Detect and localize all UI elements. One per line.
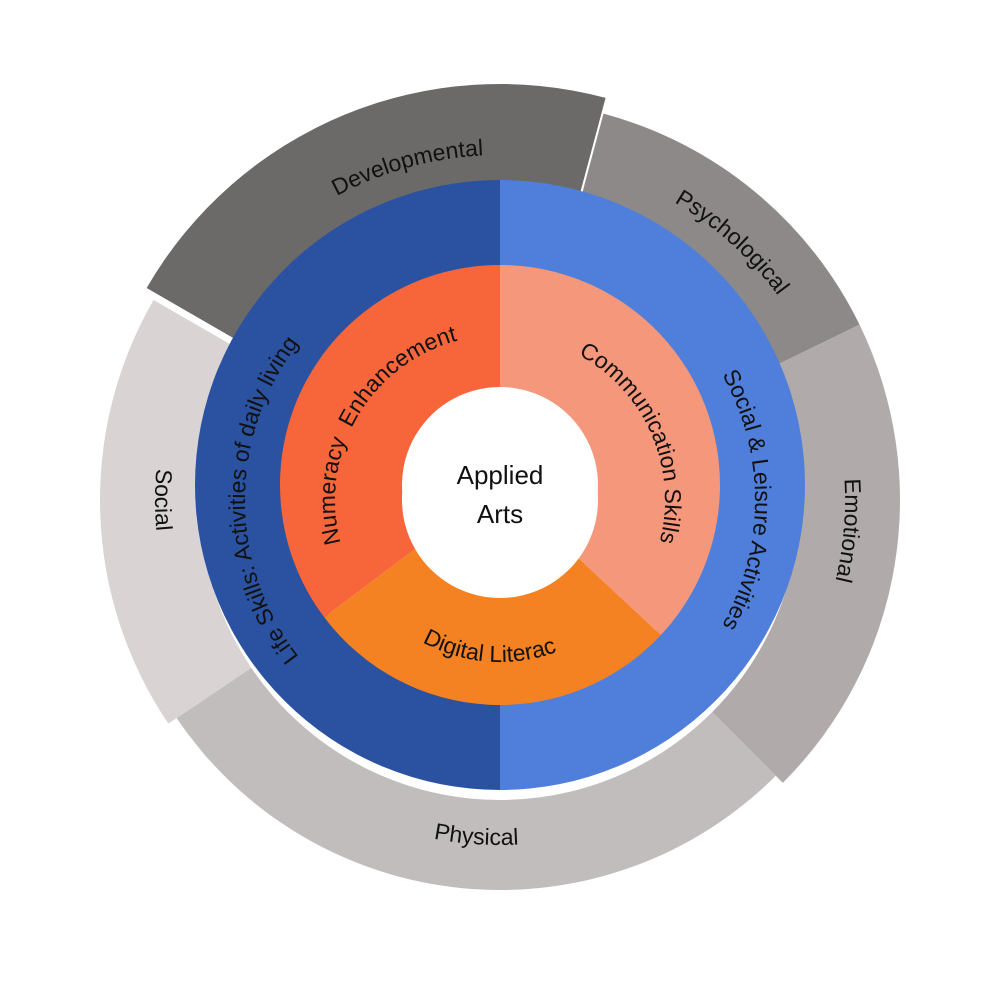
label-social: Social xyxy=(150,468,177,531)
segment-numeracy-enhancement xyxy=(280,265,500,618)
segment-communication-skills xyxy=(500,265,720,636)
segment-psychological xyxy=(577,113,860,369)
outer-ring xyxy=(100,83,900,891)
center-label-line-1: Applied xyxy=(457,460,544,490)
segment-digital-literacy xyxy=(324,543,661,705)
segment-social-leisure-activities xyxy=(500,180,805,790)
center-circle xyxy=(402,402,598,598)
inner-ring xyxy=(280,265,720,705)
segment-life-skills xyxy=(195,180,500,790)
segment-emotional xyxy=(712,324,900,783)
center-label-line-2: Arts xyxy=(477,499,523,529)
segment-physical xyxy=(176,667,776,891)
middle-ring xyxy=(195,180,805,790)
